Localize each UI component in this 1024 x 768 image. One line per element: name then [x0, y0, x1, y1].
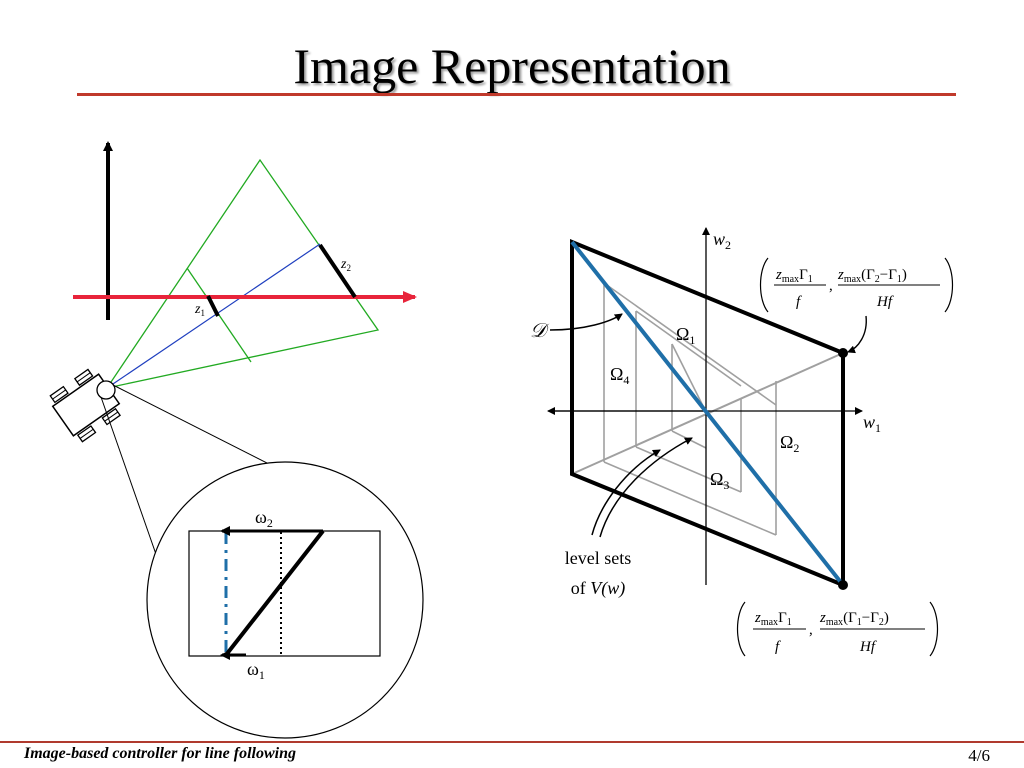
d-pointer	[549, 313, 623, 331]
z1-segment	[206, 295, 220, 317]
footer-title: Image-based controller for line followin…	[24, 745, 296, 762]
footer-rule	[0, 741, 1024, 743]
region-omega3: Ω3	[710, 469, 729, 492]
region-omega4: Ω4	[610, 364, 629, 387]
top-point-formula: zmaxΓ1 f , zmax(Γ2−Γ1) Hf	[759, 257, 954, 354]
omega1-label: ω1	[247, 659, 265, 682]
svg-text:,: ,	[829, 278, 833, 294]
svg-text:zmaxΓ1: zmaxΓ1	[754, 610, 792, 628]
title-underline	[77, 93, 956, 96]
w1-label: w1	[863, 412, 881, 435]
domain-diagonal	[570, 240, 845, 587]
bottom-point-formula: zmaxΓ1 f , zmax(Γ1−Γ2) Hf	[736, 601, 939, 657]
svg-text:zmax(Γ1−Γ2): zmax(Γ1−Γ2)	[819, 610, 889, 628]
zoom-line-left	[100, 396, 166, 581]
level-sets-function-label: of V(w)	[571, 578, 626, 599]
svg-text:Hf: Hf	[876, 294, 894, 310]
level-sets-label: level sets	[565, 548, 631, 568]
z2-segment	[318, 243, 357, 299]
svg-text:zmaxΓ1: zmaxΓ1	[775, 267, 813, 285]
svg-text:,: ,	[809, 622, 813, 638]
w2-label: w2	[713, 229, 731, 252]
page-number: 4/6	[968, 746, 990, 765]
camera-icon	[96, 380, 116, 400]
bottom-corner-point	[838, 580, 848, 590]
z2-label: z2	[340, 257, 351, 273]
zoomed-image-circle	[146, 461, 424, 739]
region-omega2: Ω2	[780, 432, 799, 455]
top-corner-point	[838, 348, 848, 358]
d-label: 𝒟	[530, 320, 550, 342]
level-sets	[571, 282, 844, 536]
level-set-pointer-1	[591, 449, 661, 536]
level-set-pointer-2	[599, 437, 693, 538]
region-omega1: Ω1	[676, 324, 695, 347]
z1-label: z1	[194, 302, 205, 318]
svg-text:Hf: Hf	[859, 639, 877, 655]
svg-text:f: f	[775, 639, 781, 655]
camera-view-diagram: z1 z2 ω2 ω1	[49, 141, 424, 739]
svg-text:zmax(Γ2−Γ1): zmax(Γ2−Γ1)	[837, 267, 907, 285]
optical-axis	[106, 243, 321, 389]
image-road-line	[224, 529, 325, 657]
omega2-label: ω2	[255, 507, 273, 530]
svg-text:f: f	[796, 294, 802, 310]
parameter-space-diagram: w1 w2 𝒟 Ω1 Ω2 Ω3 Ω4 level sets of V(w) z…	[530, 227, 954, 657]
slide-title: Image Representation	[293, 38, 731, 94]
